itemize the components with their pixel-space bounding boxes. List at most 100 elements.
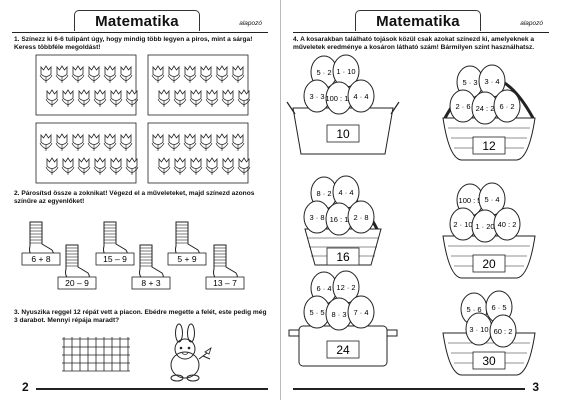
tulip[interactable] <box>125 157 139 175</box>
basket-target: 10 <box>336 127 350 141</box>
sock[interactable]: 6 + 8 <box>21 221 61 266</box>
basket-target: 16 <box>336 250 350 264</box>
tulip[interactable] <box>87 65 101 83</box>
tulip-box[interactable] <box>147 122 251 184</box>
egg-expression: 2 · 10 <box>453 220 472 229</box>
tulip[interactable] <box>151 65 165 83</box>
sock[interactable]: 15 – 9 <box>95 221 135 266</box>
tulip-box[interactable] <box>35 122 139 184</box>
title-tab: Matematika <box>355 10 481 31</box>
egg-expression: 40 : 2 <box>498 220 517 229</box>
egg[interactable]: 4 · 4 <box>347 79 375 113</box>
tulip[interactable] <box>109 157 123 175</box>
egg[interactable]: 6 · 2 <box>493 89 521 123</box>
tulip[interactable] <box>119 133 133 151</box>
tulip-boxes <box>35 54 251 184</box>
tulip[interactable] <box>103 65 117 83</box>
level-label: alapozó <box>239 20 262 27</box>
sock-expression: 13 – 7 <box>213 278 237 288</box>
tulip[interactable] <box>189 89 203 107</box>
tulip[interactable] <box>55 65 69 83</box>
tulip[interactable] <box>71 133 85 151</box>
basket-target: 30 <box>482 354 496 368</box>
tulip[interactable] <box>71 65 85 83</box>
egg-expression: 8 · 3 <box>331 310 346 319</box>
page-number: 2 <box>22 380 29 394</box>
tulip[interactable] <box>125 89 139 107</box>
tulip[interactable] <box>205 157 219 175</box>
level-label: alapozó <box>520 20 543 27</box>
egg[interactable]: 3 · 10 <box>465 312 493 346</box>
egg[interactable]: 7 · 4 <box>347 295 375 329</box>
tulip[interactable] <box>45 157 59 175</box>
tulip[interactable] <box>77 89 91 107</box>
sock[interactable]: 13 – 7 <box>205 244 245 290</box>
egg[interactable]: 3 · 8 <box>303 200 331 234</box>
tulip[interactable] <box>157 89 171 107</box>
tulip[interactable] <box>119 65 133 83</box>
tulip[interactable] <box>189 157 203 175</box>
tulip[interactable] <box>215 133 229 151</box>
tulip[interactable] <box>55 133 69 151</box>
sock[interactable]: 5 + 9 <box>167 221 207 266</box>
tulip[interactable] <box>151 133 165 151</box>
footer-rule <box>36 388 268 390</box>
tulip[interactable] <box>61 157 75 175</box>
right-page: Matematika alapozó 4. A kosarakban talál… <box>281 0 561 400</box>
tulip[interactable] <box>109 89 123 107</box>
tulip[interactable] <box>215 65 229 83</box>
egg-expression: 5 · 2 <box>316 68 331 77</box>
egg[interactable]: 60 : 2 <box>489 314 517 348</box>
tulip[interactable] <box>39 133 53 151</box>
tulip[interactable] <box>93 89 107 107</box>
sock[interactable]: 20 – 9 <box>57 244 97 290</box>
tulip[interactable] <box>103 133 117 151</box>
tulip[interactable] <box>87 133 101 151</box>
tulip-box[interactable] <box>147 54 251 116</box>
egg-expression: 3 · 10 <box>469 325 488 334</box>
tulip[interactable] <box>199 133 213 151</box>
tulip[interactable] <box>45 89 59 107</box>
tulip[interactable] <box>205 89 219 107</box>
tulip[interactable] <box>183 65 197 83</box>
egg[interactable]: 40 : 2 <box>493 207 521 241</box>
tulip[interactable] <box>39 65 53 83</box>
tulip[interactable] <box>77 157 91 175</box>
tulip[interactable] <box>173 89 187 107</box>
tulip[interactable] <box>221 157 235 175</box>
answer-grid[interactable] <box>60 335 134 375</box>
tulip[interactable] <box>183 133 197 151</box>
egg-expression: 5 · 3 <box>462 78 477 87</box>
tulip[interactable] <box>221 89 235 107</box>
egg-expression: 1 · 20 <box>475 222 494 231</box>
tulip[interactable] <box>237 157 251 175</box>
tulip[interactable] <box>167 133 181 151</box>
sock-expression: 6 + 8 <box>31 254 50 264</box>
egg[interactable]: 1 · 10 <box>332 54 360 88</box>
tulip[interactable] <box>231 133 245 151</box>
egg[interactable]: 12 · 2 <box>332 270 360 304</box>
sock[interactable]: 8 + 3 <box>131 244 171 290</box>
tulip[interactable] <box>61 89 75 107</box>
tulip[interactable] <box>199 65 213 83</box>
tulip[interactable] <box>93 157 107 175</box>
tulip[interactable] <box>157 157 171 175</box>
tulip[interactable] <box>167 65 181 83</box>
egg-expression: 24 : 2 <box>476 104 495 113</box>
tulip[interactable] <box>231 65 245 83</box>
egg[interactable]: 2 · 8 <box>347 200 375 234</box>
egg-expression: 4 · 4 <box>353 92 368 101</box>
page-number: 3 <box>532 380 539 394</box>
tulip[interactable] <box>173 157 187 175</box>
tulip[interactable] <box>237 89 251 107</box>
tulip-box[interactable] <box>35 54 139 116</box>
task-2-instruction: 2. Párosítsd össze a zoknikat! Végezd el… <box>14 190 255 206</box>
egg-expression: 6 · 5 <box>491 303 506 312</box>
egg[interactable]: 2 · 6 <box>449 89 477 123</box>
